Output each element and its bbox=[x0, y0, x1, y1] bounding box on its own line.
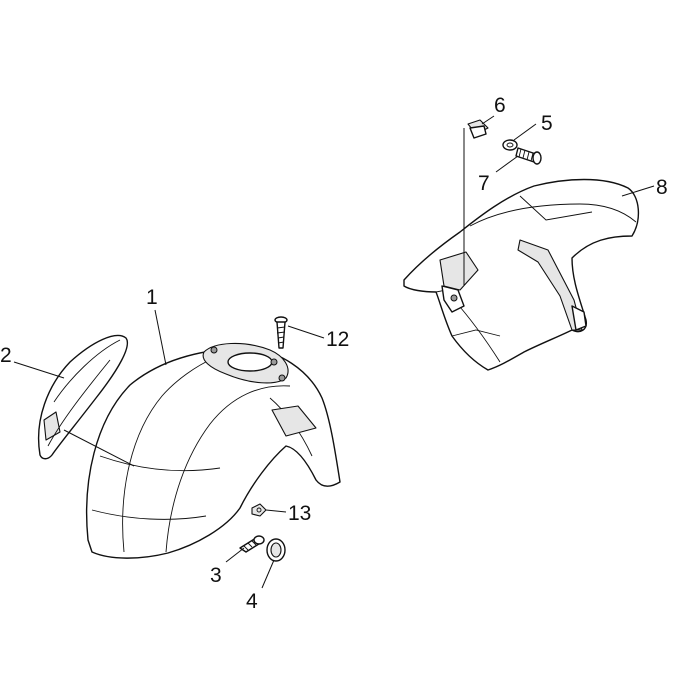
callout-5: 5 bbox=[541, 112, 553, 135]
front-fender bbox=[85, 342, 341, 559]
leader-2-b bbox=[63, 429, 135, 467]
callout-3: 3 bbox=[210, 564, 222, 587]
front-fender-trim bbox=[37, 334, 128, 460]
callout-8: 8 bbox=[656, 176, 668, 199]
bolt-3 bbox=[239, 535, 265, 553]
leader-7 bbox=[495, 155, 519, 173]
leader-12 bbox=[287, 325, 325, 339]
callout-2: 2 bbox=[0, 344, 12, 367]
callout-7: 7 bbox=[478, 172, 490, 195]
grommet-4 bbox=[266, 538, 286, 562]
leader-5 bbox=[513, 123, 537, 141]
callouts: 1 2 3 4 5 6 7 8 12 13 bbox=[0, 94, 668, 613]
leader-1 bbox=[154, 309, 167, 366]
nut-13 bbox=[251, 503, 267, 517]
callout-12: 12 bbox=[326, 328, 349, 351]
leader-8 bbox=[621, 185, 655, 197]
callout-6: 6 bbox=[494, 94, 506, 117]
rear-fender bbox=[403, 178, 639, 371]
washer-7 bbox=[502, 139, 518, 151]
leader-2 bbox=[13, 361, 65, 379]
callout-13: 13 bbox=[288, 502, 311, 525]
clip-nut-6 bbox=[467, 119, 489, 139]
leader-6 bbox=[481, 115, 495, 125]
leader-3 bbox=[225, 547, 245, 563]
screw-5 bbox=[515, 147, 542, 165]
callout-1: 1 bbox=[146, 286, 158, 309]
screw-12 bbox=[274, 316, 288, 349]
leader-lines bbox=[13, 115, 655, 589]
leader-13 bbox=[265, 509, 287, 513]
leader-4 bbox=[261, 559, 275, 589]
callout-4: 4 bbox=[246, 590, 258, 613]
